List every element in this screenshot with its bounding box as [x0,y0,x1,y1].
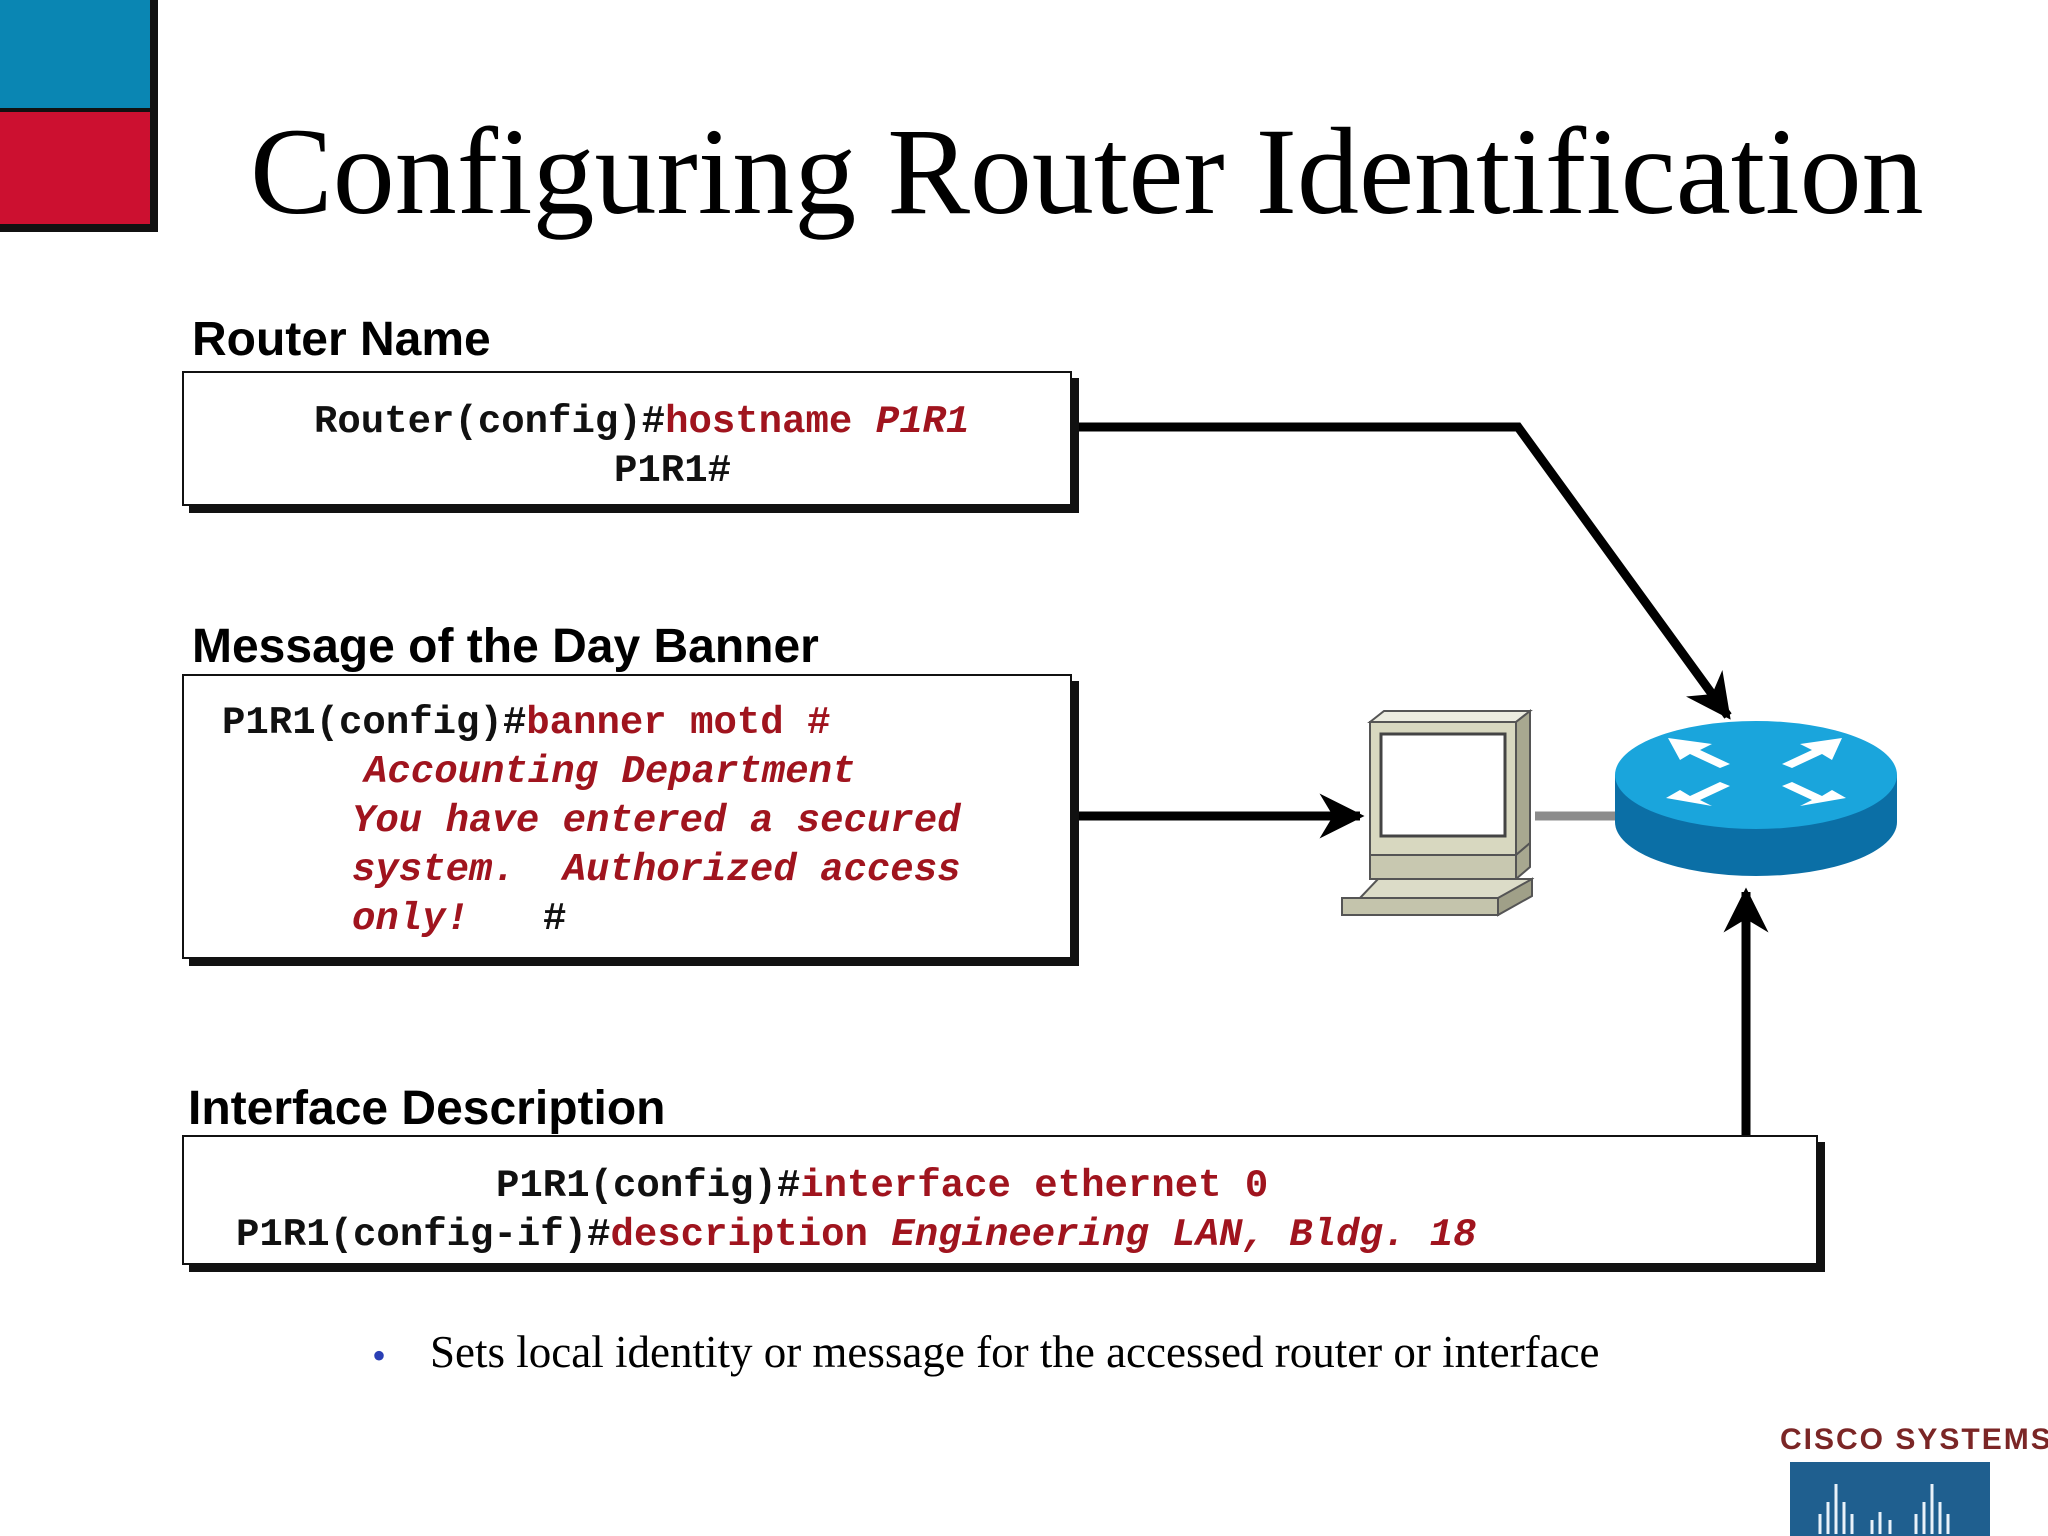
bullet-icon: • [372,1333,387,1378]
router-name-arrow [1072,422,1732,720]
corner-blue-block [0,0,158,112]
command: description [610,1213,892,1257]
computer-icon [1341,708,1535,917]
page-title: Configuring Router Identification [250,103,1924,240]
motd-label: Message of the Day Banner [192,620,819,673]
prompt: Router(config)# [314,400,666,444]
command: banner motd # [526,701,831,745]
corner-red-block [0,112,158,232]
prompt: P1R1(config)# [496,1164,801,1208]
interface-box: P1R1(config)#interface ethernet 0 P1R1(c… [182,1135,1818,1265]
router-icon [1615,721,1897,876]
banner-command-line: P1R1(config)#banner motd # [222,704,831,743]
banner-text: only! [352,897,470,941]
command: interface ethernet 0 [800,1164,1269,1208]
interface-command-line: P1R1(config)#interface ethernet 0 [496,1167,1268,1206]
description-command-line: P1R1(config-if)#description Engineering … [236,1216,1476,1255]
banner-text-line: You have entered a secured [352,799,961,843]
command: hostname [665,400,876,444]
hostname-argument: P1R1 [875,400,970,444]
new-prompt-line: P1R1# [614,449,732,493]
cisco-logo-text: Cisco Systems [1780,1423,2048,1456]
banner-text-line: system. Authorized access [352,848,961,892]
interface-description-label: Interface Description [188,1082,666,1135]
prompt: P1R1(config-if)# [236,1213,611,1257]
router-name-box: Router(config)#hostname P1R1 P1R1# [182,371,1072,506]
description-argument: Engineering LAN, Bldg. 18 [891,1213,1477,1257]
banner-text-line: Accounting Department [364,750,856,794]
prompt: P1R1(config)# [222,701,527,745]
motd-box: P1R1(config)#banner motd # Accounting De… [182,674,1072,959]
banner-end-line: only! # [352,900,566,939]
router-name-label: Router Name [192,313,491,366]
hostname-command-line: Router(config)#hostname P1R1 [314,403,969,442]
cisco-logo [1790,1462,1990,1536]
banner-delimiter: # [543,897,567,941]
bullet-text: Sets local identity or message for the a… [430,1327,1600,1377]
